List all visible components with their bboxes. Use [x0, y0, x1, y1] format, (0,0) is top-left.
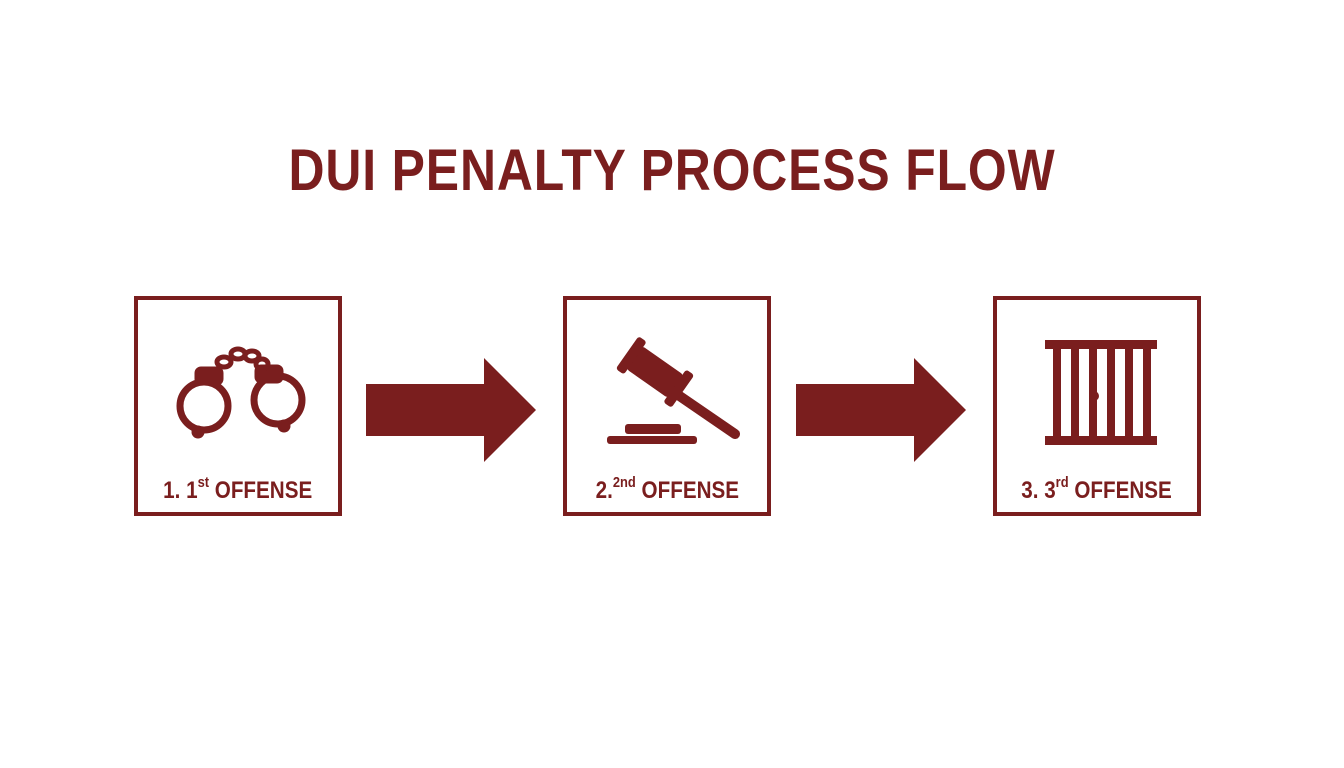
arrow-right-icon [366, 358, 536, 462]
step-box-3rd-offense: 3. 3rd OFFENSE [993, 296, 1201, 516]
handcuffs-icon [176, 346, 306, 439]
ordinal-suffix: 2nd [612, 474, 636, 491]
ordinal-suffix: rd [1056, 474, 1070, 491]
step-label: 2.2nd OFFENSE [567, 474, 767, 506]
step-number: 2. [595, 477, 613, 504]
step-box-2nd-offense: 2.2nd OFFENSE [563, 296, 771, 516]
step-title: OFFENSE [209, 477, 313, 504]
ordinal-suffix: st [197, 474, 210, 491]
step-box-1st-offense: 1. 1st OFFENSE [134, 296, 342, 516]
step-label: 1. 1st OFFENSE [138, 474, 338, 506]
step-number: 1. 1 [163, 477, 198, 504]
diagram-title: DUI PENALTY PROCESS FLOW [288, 138, 1056, 203]
step-title: OFFENSE [1069, 477, 1173, 504]
arrow-right-icon [796, 358, 966, 462]
gavel-icon [607, 337, 740, 444]
step-number: 3. 3 [1021, 477, 1057, 504]
jail-bars-icon [1045, 340, 1157, 445]
step-label: 3. 3rd OFFENSE [997, 474, 1197, 506]
step-title: OFFENSE [635, 477, 739, 504]
